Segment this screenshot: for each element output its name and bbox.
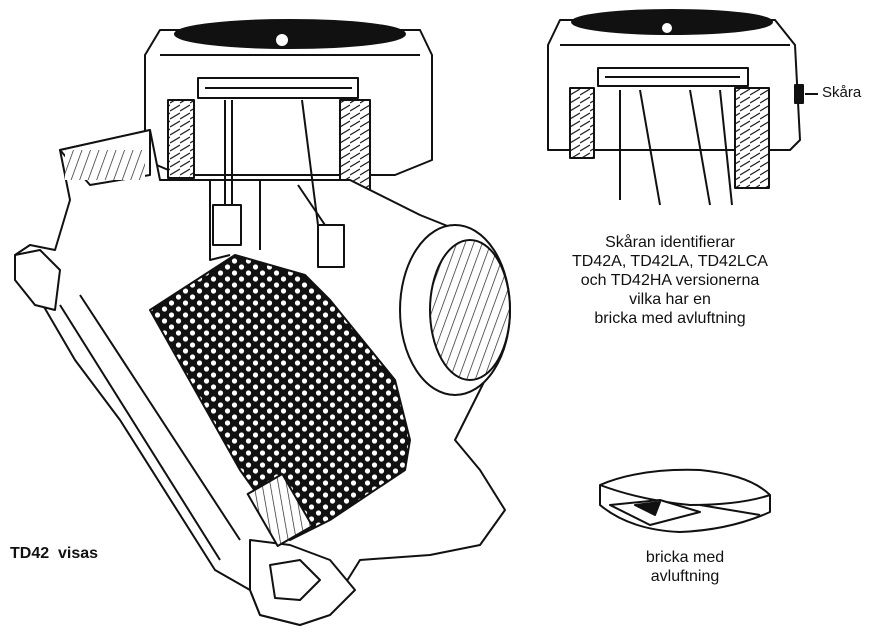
slot-callout-label: Skåra	[822, 84, 862, 101]
disc-caption-line: avluftning	[650, 568, 720, 585]
description-line: Skåran identifierar	[605, 234, 735, 251]
version-description: Skåran identifierar TD42A, TD42LA, TD42L…	[520, 233, 820, 328]
description-line: TD42A, TD42LA, TD42LCA	[572, 253, 768, 270]
inner-port-left	[212, 204, 242, 246]
disc-caption: bricka med avluftning	[610, 548, 760, 586]
description-line: vilka har en	[629, 291, 711, 308]
inner-port-right	[317, 224, 345, 268]
disc-caption-line: bricka med	[645, 549, 725, 566]
main-caption: TD42 visas	[10, 545, 99, 562]
description-line: bricka med avluftning	[594, 310, 746, 327]
cap-top-insulation	[174, 19, 406, 49]
description-line: och TD42HA versionerna	[580, 272, 760, 289]
slot-notch	[794, 84, 804, 104]
